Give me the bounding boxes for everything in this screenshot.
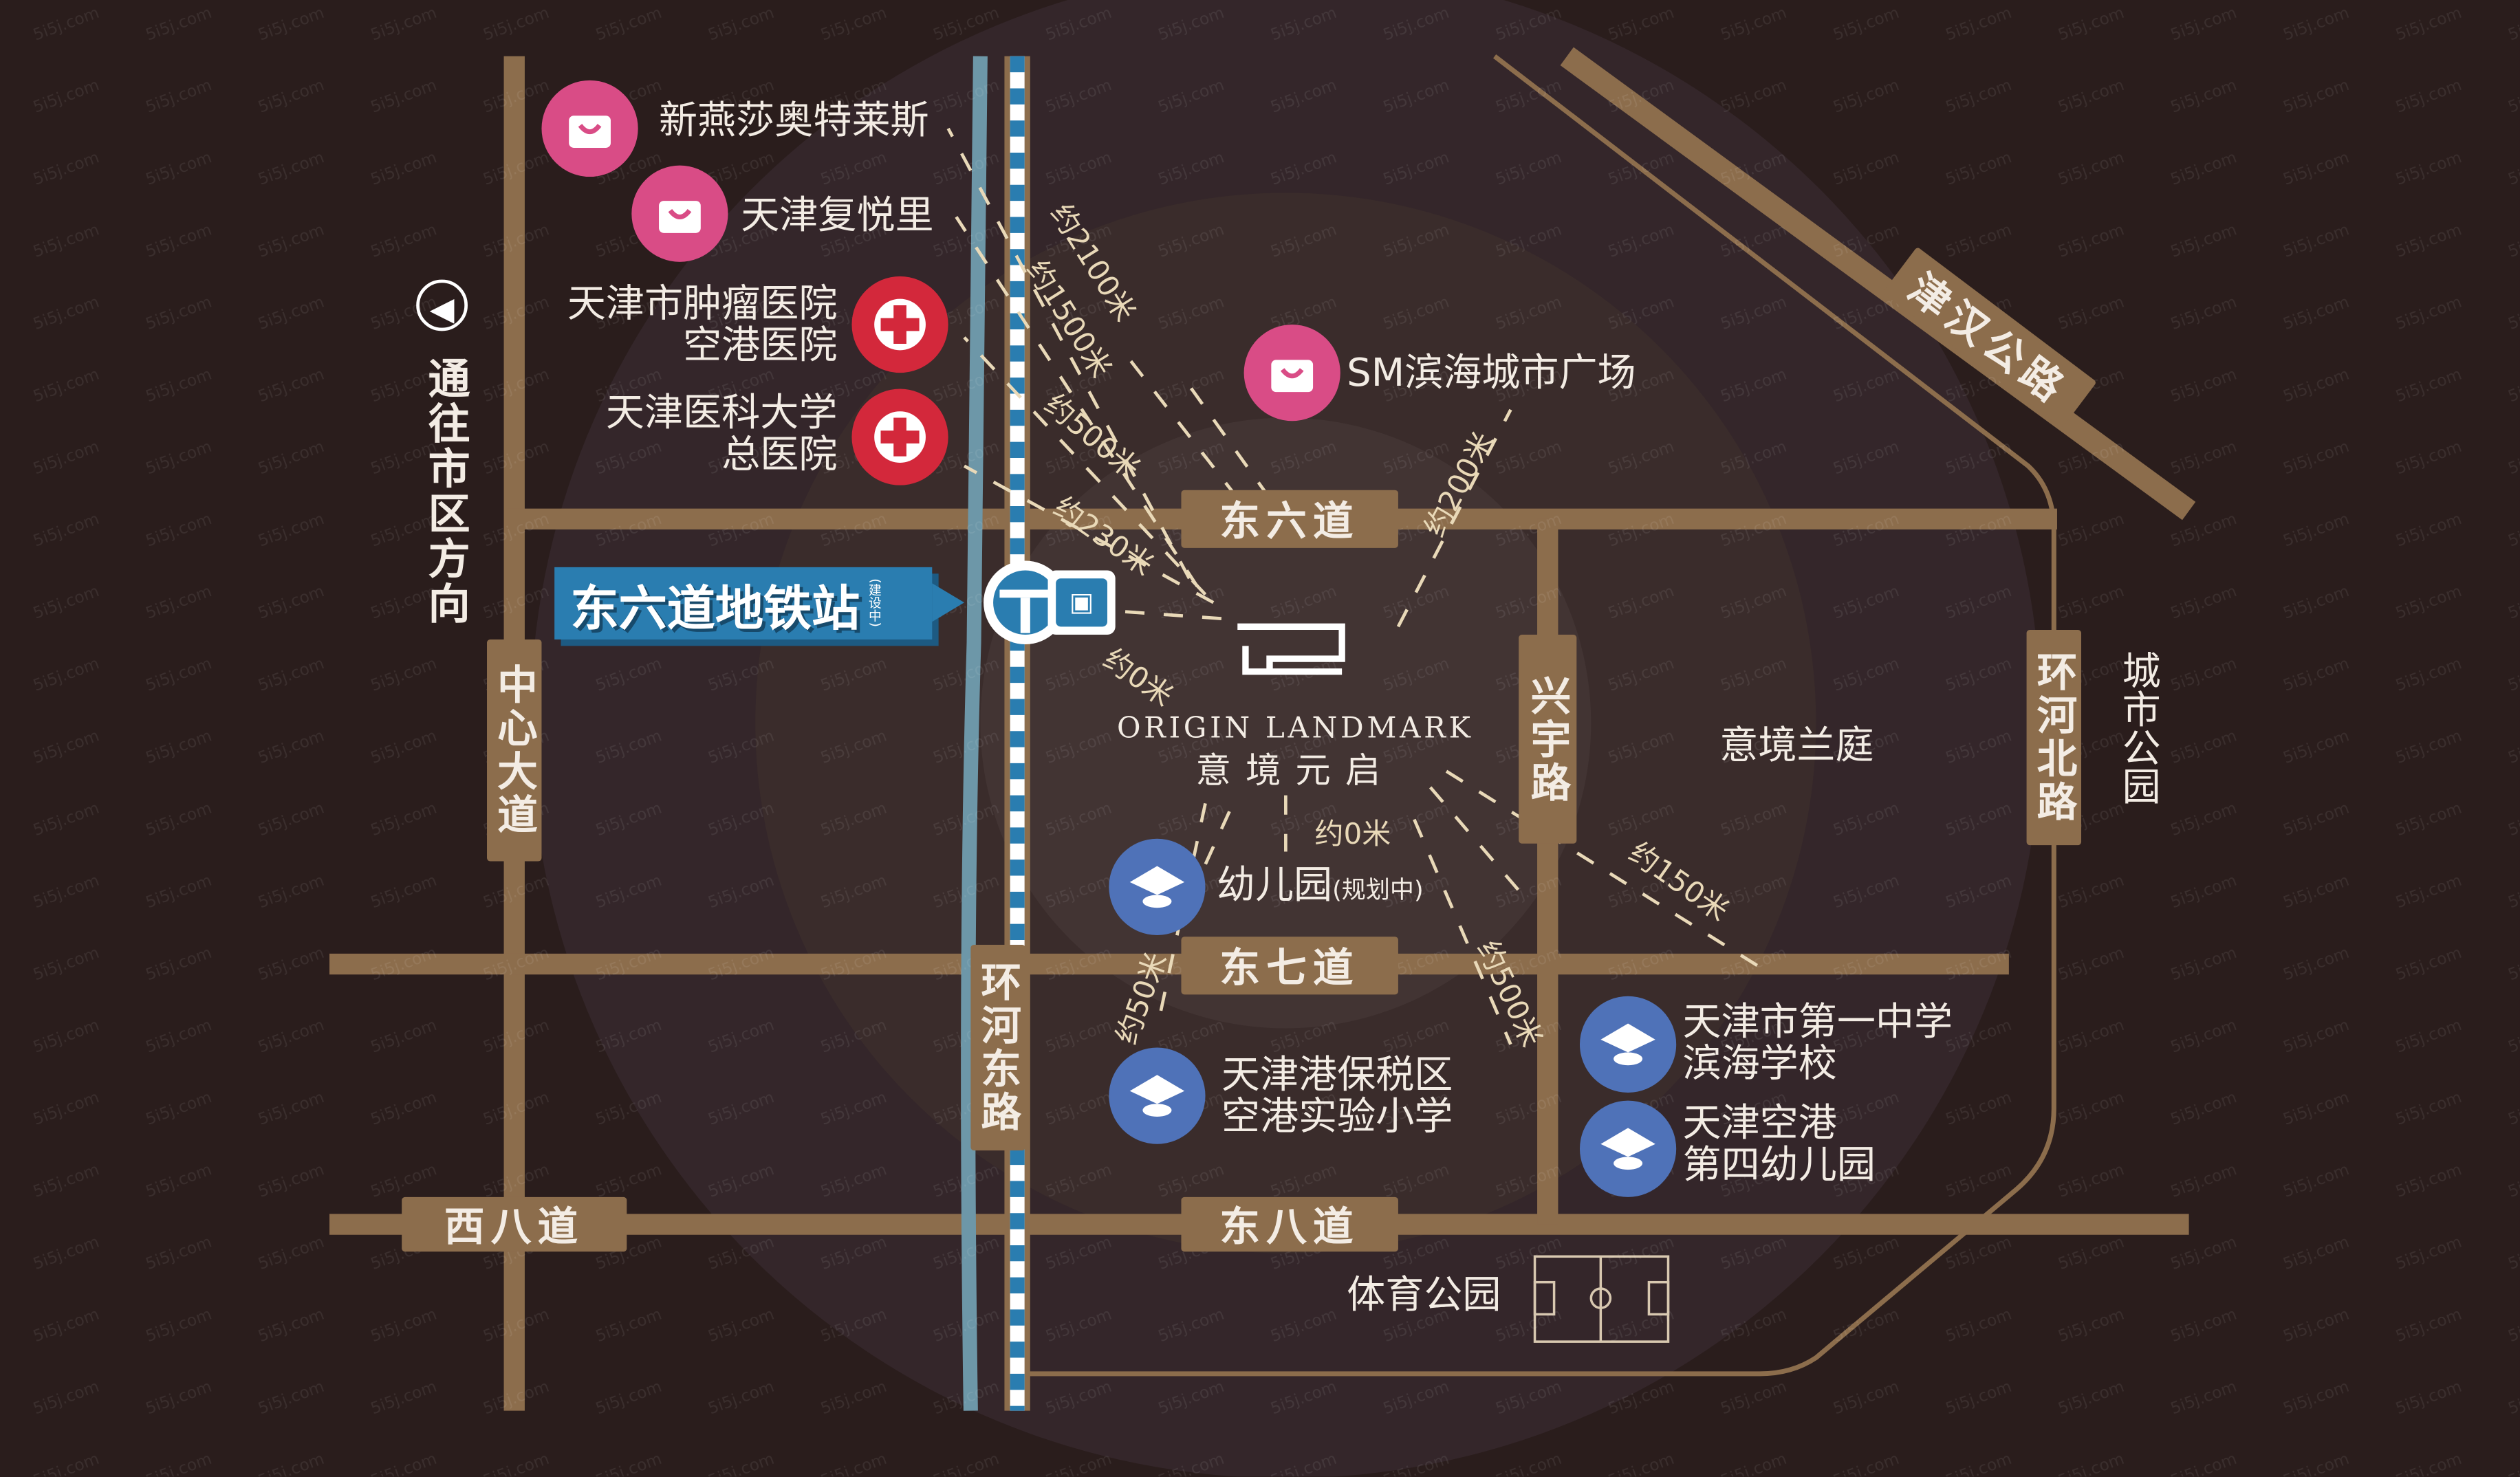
road-label-dongba: 东八道 (1181, 1196, 1398, 1252)
sports-court-icon (1533, 1255, 1670, 1343)
road-label-dongliu: 东六道 (1181, 490, 1398, 548)
graduation-cap-icon[interactable] (1109, 1047, 1206, 1144)
graduation-cap-icon[interactable] (1579, 996, 1677, 1093)
project-logo-icon (1237, 623, 1345, 675)
road-label-xingyu: 兴宇路 (1519, 634, 1577, 844)
road-label-huanhe-dong: 环河东路 (970, 944, 1025, 1151)
poi-label: SM滨海城市广场 (1347, 350, 1636, 395)
poi-label: 天津空港第四幼儿园 (1683, 1102, 1876, 1186)
poi-label-line: 总医院 (721, 432, 838, 477)
compass-arrow-icon: ◀ (416, 279, 468, 331)
metro-station-callout[interactable]: 东六道地铁站 (建设中) (554, 567, 933, 640)
shopping-bag-icon[interactable] (541, 80, 638, 177)
metro-station-name: 东六道地铁站 (570, 580, 860, 637)
poi-label-line: 空港实验小学 (1221, 1094, 1453, 1139)
graduation-cap-icon[interactable] (1579, 1100, 1677, 1197)
hospital-cross-icon[interactable] (851, 389, 948, 485)
distance-label: 约0米 (1314, 818, 1391, 852)
poi-label-line: 天津医科大学 (605, 390, 838, 436)
callout-pointer (932, 583, 965, 622)
bus-stop-icon: ▣ (1047, 570, 1116, 635)
road-label-huanhe-bei: 环河北路 (2026, 629, 2082, 846)
road-label-zhongxin: 中心大道 (487, 639, 542, 862)
shopping-bag-icon[interactable] (1243, 325, 1340, 422)
road-label-dongqi: 东七道 (1181, 937, 1398, 995)
poi-label-line: 滨海学校 (1682, 1041, 1837, 1086)
poi-label-line: 空港医院 (683, 322, 838, 369)
poi-label: 幼儿园(规划中) (1217, 864, 1424, 911)
boundary-line (1028, 54, 2056, 1377)
metro-station-status: (建设中) (867, 579, 882, 628)
poi-label: 天津医科大学总医院 (606, 392, 837, 476)
residence-label: 意境兰庭 (1719, 723, 1874, 768)
poi-label: 天津市第一中学滨海学校 (1683, 1001, 1953, 1085)
poi-label-line: 天津市第一中学 (1682, 999, 1953, 1044)
poi-label-line: 天津空港 (1682, 1100, 1837, 1146)
road-label-xiba: 西八道 (402, 1196, 627, 1252)
direction-label: 通往市区方向 (421, 356, 470, 627)
poi-label: 天津市肿瘤医院空港医院 (567, 283, 838, 366)
poi-label-line: 天津港保税区 (1221, 1052, 1453, 1097)
poi-label-line: 幼儿园 (1216, 862, 1333, 908)
sports-park-label: 体育公园 (1347, 1272, 1501, 1318)
project-name-en: ORIGIN LANDMARK (1117, 712, 1474, 746)
poi-label: 天津港保税区空港实验小学 (1221, 1054, 1453, 1138)
shopping-bag-icon[interactable] (631, 165, 728, 262)
distance-lines (946, 127, 1769, 1045)
road-jinhan (1560, 47, 2196, 521)
poi-label: 新燕莎奥特莱斯 (659, 98, 929, 143)
poi-label: 天津复悦里 (741, 193, 934, 238)
city-park-label: 城市公园 (2115, 650, 2160, 805)
poi-label-line: 天津市肿瘤医院 (567, 281, 838, 327)
poi-label-line: 第四幼儿园 (1682, 1142, 1876, 1188)
graduation-cap-icon[interactable] (1109, 838, 1206, 935)
river (961, 56, 988, 1411)
poi-label-note: (规划中) (1332, 875, 1424, 905)
project-name-cn: 意境元启 (1195, 752, 1395, 792)
hospital-cross-icon[interactable] (851, 276, 948, 373)
